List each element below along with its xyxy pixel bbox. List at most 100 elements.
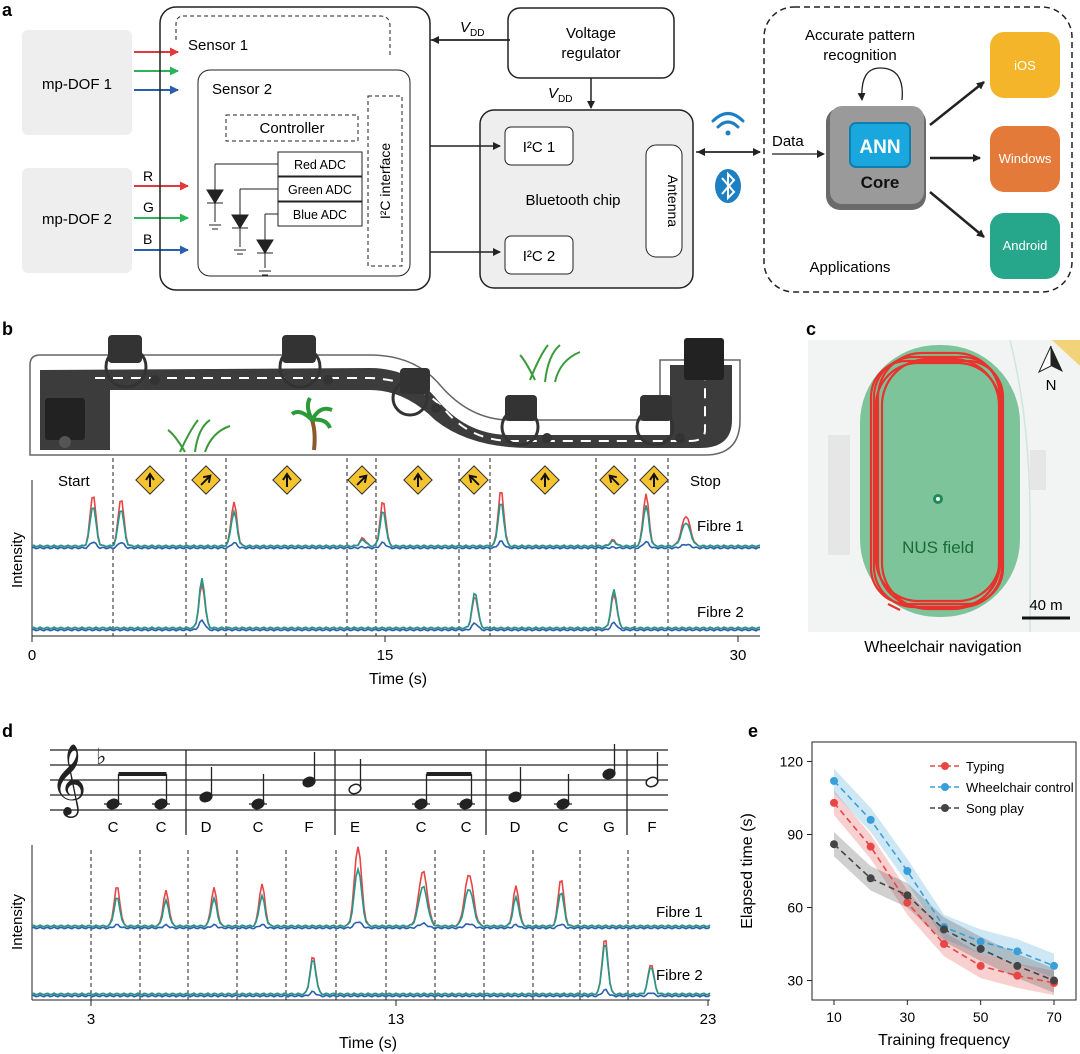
wheelchair-icon: [500, 395, 552, 447]
data-point: [830, 776, 838, 785]
note-dividers: [90, 850, 629, 1000]
legend-marker: [941, 783, 949, 791]
intensity-traces: [31, 491, 761, 632]
red-adc-box: [277, 151, 363, 177]
panel-d-ylabel: Intensity: [9, 894, 26, 950]
fibre2-label-b: Fibre 2: [697, 604, 744, 621]
label-b: B: [143, 231, 152, 247]
panel-b-ylabel: Intensity: [9, 532, 26, 588]
x-tick-label: 70: [1046, 1009, 1062, 1025]
data-point: [976, 937, 985, 946]
panel-b: b Intensity Time (s) 0 15 30 Start: [2, 319, 761, 688]
vdd-label-1: VDD: [460, 19, 484, 39]
ann-core-chip: ANN Core: [826, 106, 926, 210]
label-g: G: [143, 199, 154, 215]
bluetooth-icon: [715, 169, 741, 203]
blue-adc-box: [277, 201, 363, 227]
map-pin-icon: [933, 494, 943, 504]
green-adc-box: [277, 176, 363, 202]
road-illustration: [29, 335, 741, 456]
wheelchair-icon: [391, 368, 441, 417]
fibre1-label-b: Fibre 1: [697, 518, 744, 535]
legend-label: Song play: [966, 801, 1024, 816]
note-label: D: [201, 819, 212, 836]
panel-b-plot: Intensity Time (s) 0 15 30 Start Stop Fi…: [9, 458, 761, 688]
x-tick-label: 30: [900, 1009, 916, 1025]
green-adc-label: Green ADC: [288, 183, 352, 197]
data-point: [940, 940, 948, 949]
x-tick-label: 50: [973, 1009, 989, 1025]
stop-label: Stop: [690, 473, 721, 490]
voltage-regulator-box: [507, 7, 675, 79]
note: C: [249, 774, 267, 836]
data-point: [1013, 947, 1022, 956]
grass-icon: [519, 344, 581, 383]
direction-signs: [135, 465, 669, 495]
y-tick-label: 120: [780, 753, 804, 769]
data-label: Data: [772, 133, 804, 150]
fibre1-green-trace: [31, 503, 761, 548]
turn-sign-left-icon: [459, 465, 489, 495]
fibre2-label-d: Fibre 2: [656, 967, 703, 984]
x-axis-label: Training frequency: [878, 1032, 1010, 1049]
map-road-line: [1009, 339, 1031, 632]
controller-box: [225, 114, 359, 142]
legend-label: Typing: [966, 759, 1004, 774]
intensity-traces: [31, 846, 711, 998]
note: D: [508, 767, 522, 836]
treble-clef-icon: 𝄞: [50, 744, 87, 818]
wheelchair-icon: [684, 338, 724, 380]
note-label: C: [558, 819, 569, 836]
wifi-icon: [711, 112, 745, 136]
sensor1-label: Sensor 1: [188, 37, 248, 54]
map-corner-shape: [1052, 340, 1080, 366]
bluetooth-chip-label: Bluetooth chip: [525, 192, 620, 209]
wheelchair-icon: [45, 398, 85, 448]
note: D: [199, 767, 213, 836]
legend-label: Wheelchair control: [966, 780, 1074, 795]
ios-tile: [990, 32, 1060, 98]
sensor1-dashed-box: [175, 15, 391, 56]
i2c1-box: [504, 126, 574, 166]
i2c1-label: I²C 1: [523, 139, 556, 156]
legend-marker: [941, 804, 949, 812]
note: G: [602, 744, 616, 836]
legend-marker: [941, 762, 949, 770]
turn-sign-right-icon: [347, 465, 377, 495]
y-tick-label: 30: [787, 973, 803, 989]
fibre2-green-trace: [31, 577, 761, 630]
scale-label: 40 m: [1029, 597, 1062, 614]
note-label: G: [603, 819, 615, 836]
data-point: [1013, 961, 1022, 970]
voltage-regulator-line2: regulator: [561, 45, 620, 62]
confidence-band: [834, 768, 1054, 979]
panel-b-xtick-30: 30: [730, 647, 747, 664]
panel-c: c NUS field N 40 m Wheelchair navigation: [806, 319, 1080, 656]
wheelchair-icon: [104, 335, 160, 389]
sensor2-box: [197, 69, 411, 277]
note-label: C: [253, 819, 264, 836]
panel-label-c: c: [806, 319, 816, 339]
panel-b-xlabel: Time (s): [369, 671, 427, 688]
flat-sign-icon: ♭: [96, 744, 106, 769]
map-building: [1030, 450, 1046, 490]
ann-label: ANN: [859, 137, 900, 158]
sensor-outer-box: [159, 6, 431, 291]
palm-tree-icon: [290, 396, 333, 451]
antenna-box: [645, 144, 683, 258]
antenna-label: Antenna: [665, 175, 681, 227]
turn-sign-up-icon: [403, 465, 433, 495]
turn-sign-up-icon: [639, 465, 669, 495]
applications-label: Applications: [810, 259, 891, 276]
voltage-regulator-line1: Voltage: [566, 25, 616, 42]
mpdof1-label: mp-DOF 1: [42, 76, 112, 93]
note: C: [457, 774, 475, 836]
i2c2-label: I²C 2: [523, 248, 556, 265]
photodiode-circuits: [206, 163, 278, 276]
time-dividers: [112, 458, 669, 636]
fibre1-red-trace: [31, 846, 711, 928]
start-label: Start: [58, 473, 91, 490]
